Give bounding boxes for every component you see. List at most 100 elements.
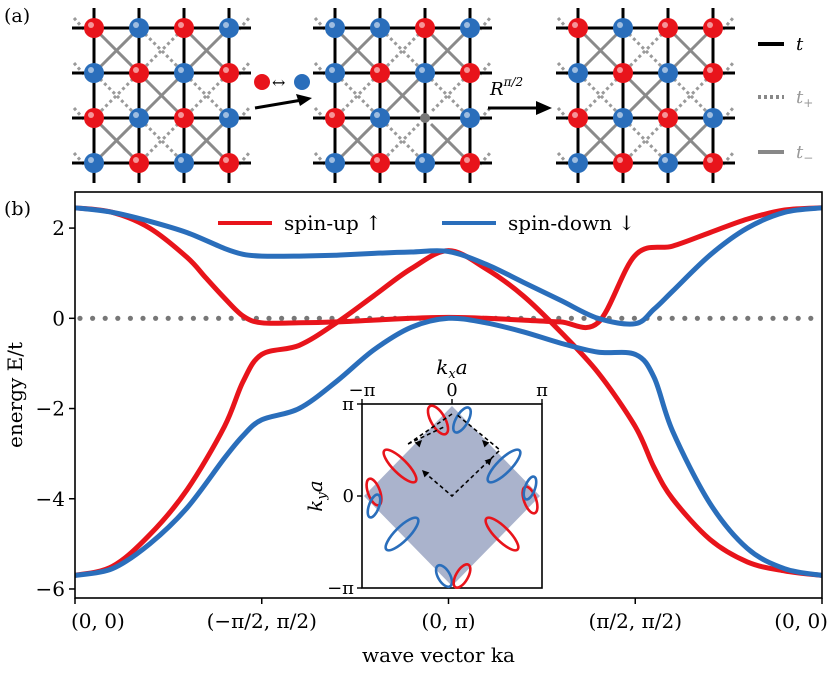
site-highlight: [419, 157, 425, 163]
x-tick-label: (π/2, π/2): [588, 609, 682, 633]
fermi-pocket: [522, 475, 538, 501]
zero-dot: [694, 315, 701, 321]
panel-a: (a) ↔ Rπ/2 t t+ t−: [4, 5, 813, 183]
site-highlight: [178, 22, 184, 28]
site-highlight: [707, 112, 713, 118]
fermi-pocket: [484, 516, 520, 552]
diagonal-hopping: [143, 77, 180, 114]
swap-down-spin: [294, 74, 310, 90]
site-highlight: [223, 157, 229, 163]
zero-dot: [178, 315, 184, 321]
legend-spin-up-label: spin-up ↑: [284, 211, 382, 235]
site-highlight: [223, 67, 229, 73]
site-highlight: [178, 157, 184, 163]
spin-up-site: [174, 108, 194, 128]
inset-x-label: kxa: [436, 355, 467, 382]
site-highlight: [707, 22, 713, 28]
zero-dot: [720, 315, 726, 321]
site-highlight: [374, 22, 380, 28]
spin-up-site: [415, 18, 435, 38]
spin-down-site: [613, 108, 633, 128]
spin-up-site: [658, 108, 678, 128]
diagonal-hopping: [627, 122, 664, 159]
zero-dot: [669, 315, 675, 321]
spin-down-site: [325, 63, 345, 83]
spin-down-site: [174, 63, 194, 83]
zero-dot: [568, 315, 575, 321]
spin-up-site: [703, 153, 723, 173]
fermi-pocket: [452, 563, 472, 589]
zero-dot: [203, 315, 209, 321]
diagonal-hopping: [429, 77, 466, 114]
diagonal-hopping: [672, 77, 709, 114]
y-tick-label: −6: [36, 577, 65, 601]
diagonal-hopping: [188, 77, 225, 114]
diagonal-hopping: [143, 122, 180, 159]
diagonal-hopping: [98, 77, 135, 114]
site-highlight: [88, 112, 94, 118]
legend-tminus-label: t−: [796, 142, 813, 165]
spin-down-site: [460, 18, 480, 38]
diagonal-hopping: [627, 32, 664, 69]
diagonal-hopping: [582, 122, 619, 159]
site-highlight: [133, 22, 139, 28]
spin-down-site: [174, 153, 194, 173]
high-symmetry-path: [407, 413, 502, 498]
diagonal-hopping: [672, 122, 709, 159]
spin-down-site: [219, 18, 239, 38]
diagonal-hopping: [188, 77, 225, 114]
lattices: [72, 8, 735, 183]
diagonal-hopping: [384, 32, 421, 69]
vacancy-site: [420, 113, 430, 123]
zero-dot: [316, 315, 322, 321]
spin-down-site: [129, 108, 149, 128]
site-highlight: [223, 112, 229, 118]
diagonal-hopping: [582, 77, 619, 114]
diagonal-hopping: [582, 32, 619, 69]
lattice-1: [72, 8, 251, 183]
inset-x-tick-label: −π: [349, 380, 376, 401]
inset-y-tick-label: −π: [327, 578, 354, 599]
fermi-pocket: [384, 516, 420, 552]
swap-symbol: ↔: [272, 73, 285, 92]
diagonal-hopping: [384, 77, 421, 114]
zero-dot: [153, 315, 159, 321]
spin-down-site: [219, 108, 239, 128]
spin-up-site: [460, 153, 480, 173]
site-highlight: [662, 67, 668, 73]
diagonal-hopping: [98, 32, 135, 69]
zero-dot: [228, 315, 234, 321]
spin-down-lower-band: [74, 315, 823, 578]
spin-down-site: [415, 153, 435, 173]
diagonal-hopping: [188, 32, 225, 69]
spin-down-site: [325, 18, 345, 38]
spin-down-site: [568, 63, 588, 83]
diagonal-hopping: [384, 122, 421, 159]
site-highlight: [707, 157, 713, 163]
inset-y-tick-label: 0: [343, 486, 354, 507]
zero-dot: [291, 315, 297, 321]
site-highlight: [419, 22, 425, 28]
fermi-pocket: [486, 448, 522, 484]
zero-dot: [682, 315, 688, 321]
site-highlight: [133, 157, 139, 163]
site-highlight: [617, 22, 623, 28]
zero-dot: [783, 315, 789, 321]
fermi-pocket: [366, 493, 382, 519]
zero-dot: [216, 315, 222, 321]
zero-dot: [745, 315, 751, 321]
spin-down-upper-band: [74, 205, 823, 327]
y-tick-label: −4: [36, 487, 65, 511]
zero-dot: [808, 315, 814, 321]
spin-up-site: [84, 18, 104, 38]
site-highlight: [464, 112, 470, 118]
rotation-arrow-head: [536, 101, 552, 115]
y-tick-label: 2: [52, 216, 65, 240]
site-highlight: [572, 67, 578, 73]
spin-up-site: [370, 153, 390, 173]
diagonal-hopping: [384, 122, 421, 159]
site-highlight: [374, 157, 380, 163]
diagonal-hopping: [582, 77, 619, 114]
zero-dot: [657, 315, 663, 321]
zero-dot: [757, 315, 764, 321]
